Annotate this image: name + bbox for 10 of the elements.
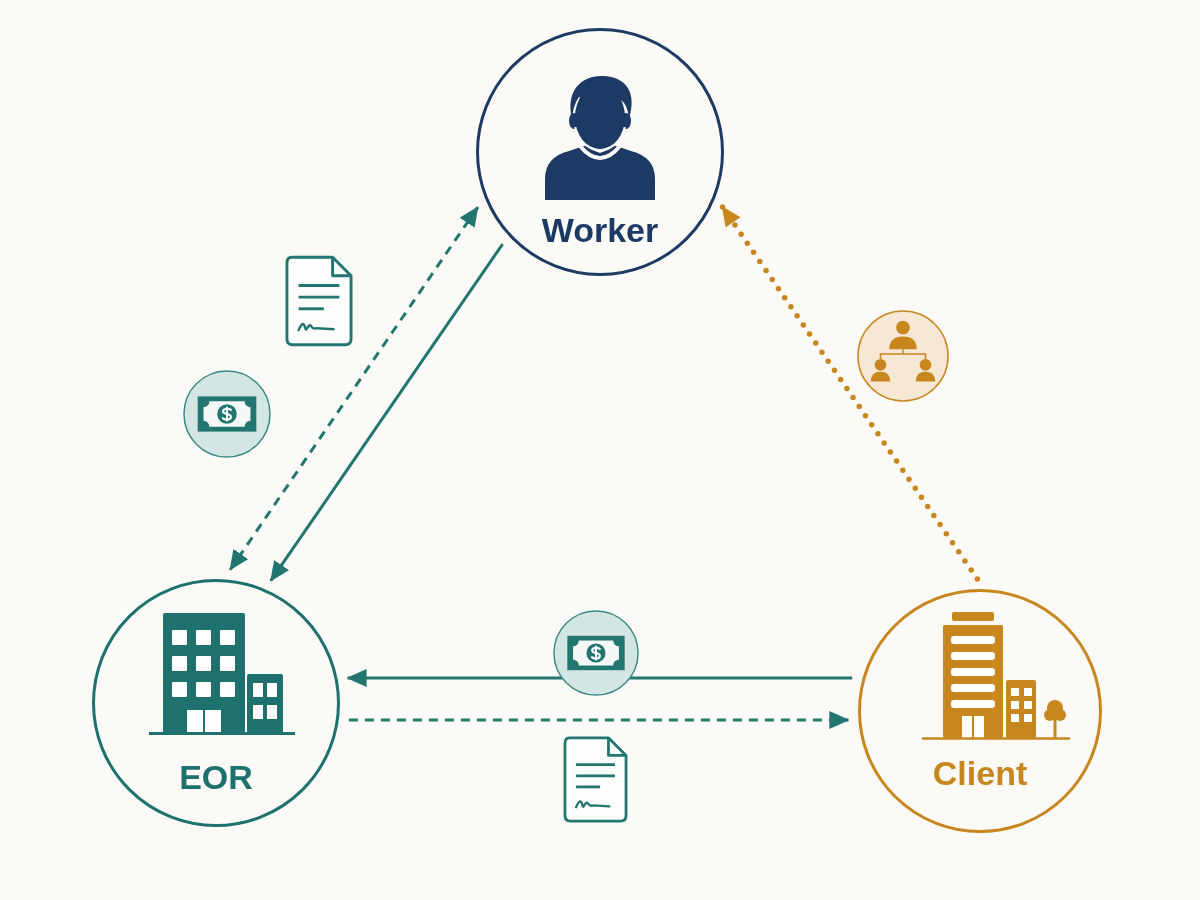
arrow [269,243,504,582]
arrow [348,711,850,729]
arrow [719,203,981,582]
node-label: EOR [179,757,253,797]
double-headed-arrow [228,206,480,571]
node-label: Client [932,753,1028,793]
role-circle [858,589,1102,833]
node-label: Worker [541,210,659,250]
role-circle [476,28,724,276]
role-circle [92,579,340,827]
